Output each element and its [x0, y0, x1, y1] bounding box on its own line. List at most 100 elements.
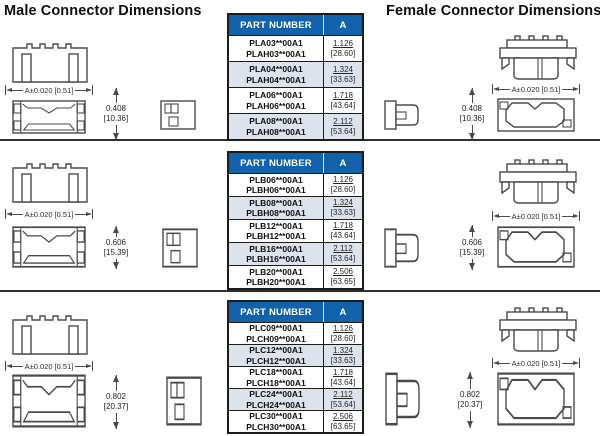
- column-header-a: A: [323, 14, 363, 36]
- arrow-right-icon: [86, 88, 92, 92]
- dim-a-inch: 1.324: [332, 64, 354, 74]
- arrow-up-icon: [113, 88, 119, 95]
- female-side-view: [384, 100, 428, 130]
- female-plan-view: [497, 372, 575, 426]
- part-number: PLAH03**00A1: [246, 48, 306, 59]
- column-header-a: A: [323, 152, 363, 174]
- dim-a-mm: [53.64]: [330, 254, 356, 263]
- dim-a-mm: [43.64]: [330, 231, 356, 240]
- male-side-view: [160, 100, 196, 130]
- part-number: PLBH08**00A1: [246, 208, 306, 218]
- height-dimension: 0.802 [20.37]: [449, 372, 491, 428]
- dim-a-inch: 1.324: [332, 345, 354, 355]
- height-dimension-label: 0.408 [10.36]: [95, 103, 137, 125]
- column-header-a: A: [323, 301, 363, 323]
- male-front-view: [12, 156, 88, 204]
- arrow-right-icon: [573, 361, 579, 365]
- height-dimension-label: 0.408 [10.36]: [451, 103, 493, 125]
- part-number: PLCH12**00A1: [246, 355, 306, 366]
- height-dimension: 0.606 [15.39]: [451, 225, 493, 270]
- arrow-up-icon: [469, 88, 475, 95]
- part-number: PLCH18**00A1: [246, 377, 306, 388]
- male-side-view: [166, 376, 202, 426]
- dim-a-mm: [33.63]: [330, 208, 356, 217]
- dim-a-mm: [28.60]: [330, 48, 356, 58]
- part-number: PLA04**00A1: [249, 64, 303, 75]
- arrow-up-icon: [469, 225, 475, 232]
- dim-a-mm: [43.64]: [330, 377, 356, 387]
- part-number: PLC12**00A1: [249, 345, 303, 356]
- arrow-left-icon: [493, 361, 499, 365]
- part-number: PLA06**00A1: [249, 90, 303, 101]
- part-number: PLAH06**00A1: [246, 100, 306, 111]
- male-side-view: [162, 228, 198, 268]
- dim-a-inch: 2.112: [333, 389, 353, 399]
- dim-a-inch: 1.718: [332, 367, 354, 377]
- column-header-part-number: PART NUMBER: [228, 14, 324, 36]
- width-dimension: A±0.020 [0.51]: [5, 85, 93, 95]
- part-number: PLC09**00A1: [249, 323, 303, 334]
- dim-a-inch: 2.506: [332, 411, 354, 421]
- arrow-down-icon: [467, 421, 473, 428]
- height-dimension: 0.408 [10.36]: [95, 88, 137, 140]
- width-dimension-label: A±0.020 [0.51]: [511, 84, 561, 94]
- dim-a-mm: [28.60]: [330, 333, 356, 343]
- part-number: PLA03**00A1: [249, 38, 303, 49]
- part-number: PLC24**00A1: [249, 389, 303, 400]
- dim-a-mm: [43.64]: [330, 100, 356, 110]
- height-dimension: 0.408 [10.36]: [451, 88, 493, 140]
- part-number: PLC18**00A1: [249, 367, 303, 378]
- dim-a-mm: [63.65]: [330, 277, 356, 286]
- width-dimension: A±0.020 [0.51]: [492, 358, 580, 368]
- dim-tick: [5, 85, 6, 95]
- dim-a-inch: 1.324: [332, 198, 354, 207]
- height-dimension: 0.606 [15.39]: [95, 226, 137, 269]
- male-plan-view: [12, 226, 86, 268]
- dim-a-inch: 2.112: [333, 244, 353, 253]
- arrow-down-icon: [469, 133, 475, 140]
- arrow-left-icon: [6, 364, 12, 368]
- part-number: PLCH09**00A1: [246, 333, 306, 344]
- width-dimension: A±0.020 [0.51]: [5, 209, 93, 219]
- height-dimension-label: 0.802 [20.37]: [95, 391, 137, 413]
- part-number: PLCH30**00A1: [246, 421, 306, 432]
- part-number: PLBH16**00A1: [246, 254, 306, 264]
- arrow-right-icon: [573, 87, 579, 91]
- part-number: PLAH08**00A1: [246, 126, 306, 137]
- part-number: PLC30**00A1: [249, 411, 303, 422]
- part-number: PLB16**00A1: [249, 243, 303, 254]
- arrow-up-icon: [113, 375, 119, 382]
- dim-a-inch: 2.112: [333, 116, 353, 126]
- width-dimension-label: A±0.020 [0.51]: [24, 209, 74, 219]
- dim-a-inch: 2.506: [332, 267, 354, 276]
- dim-a-inch: 1.718: [332, 221, 354, 230]
- female-title: Female Connector Dimensions: [386, 3, 600, 19]
- dim-a-inch: 1.126: [332, 175, 354, 184]
- dim-a-mm: [28.60]: [330, 185, 356, 194]
- arrow-down-icon: [469, 263, 475, 270]
- dim-a-mm: [53.64]: [330, 399, 356, 409]
- width-dimension: A±0.020 [0.51]: [5, 361, 93, 371]
- dim-a-mm: [63.65]: [330, 421, 356, 431]
- dim-a-inch: 1.126: [332, 323, 354, 333]
- male-plan-view: [12, 100, 86, 134]
- arrow-right-icon: [86, 212, 92, 216]
- arrow-right-icon: [86, 364, 92, 368]
- part-number: PLCH24**00A1: [246, 399, 306, 410]
- height-dimension: 0.802 [20.37]: [95, 375, 137, 429]
- male-plan-view: [12, 374, 86, 428]
- width-dimension: A±0.020 [0.51]: [492, 211, 580, 221]
- height-dimension-label: 0.606 [15.39]: [95, 236, 137, 259]
- width-dimension-label: A±0.020 [0.51]: [511, 211, 561, 221]
